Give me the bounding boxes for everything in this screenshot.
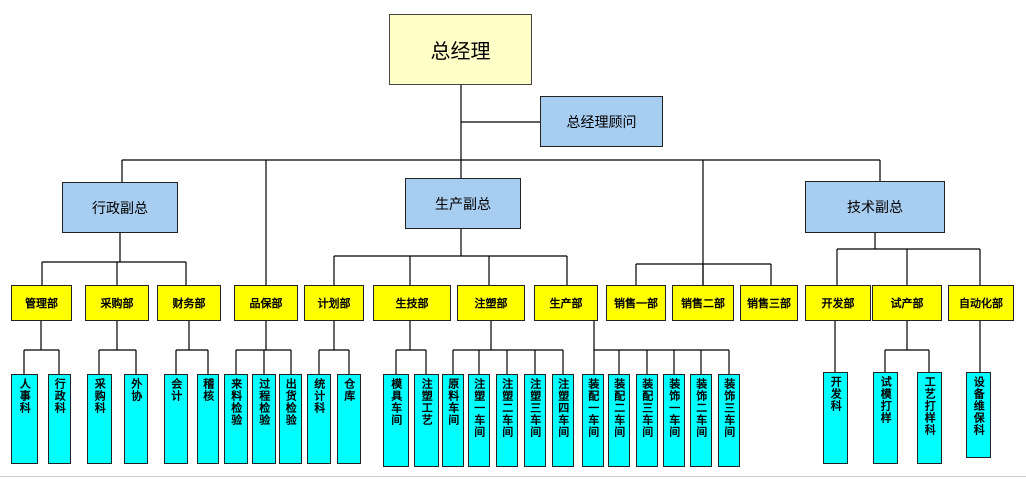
vp-technical-box: 技术副总 <box>805 181 945 233</box>
unit-box: 设备维保科 <box>966 372 991 458</box>
bottom-divider <box>0 476 1026 477</box>
dept-box-sales-1: 销售一部 <box>606 285 666 321</box>
unit-box: 装配二车间 <box>608 374 630 467</box>
unit-box: 注塑四车间 <box>552 374 574 467</box>
dept-box-production: 生产部 <box>534 285 598 321</box>
unit-box: 外协 <box>124 374 148 464</box>
unit-box: 注塑工艺 <box>414 374 439 467</box>
unit-box: 来料检验 <box>224 374 248 464</box>
unit-box: 原料车间 <box>442 374 464 467</box>
unit-box: 装饰一车间 <box>663 374 685 467</box>
unit-box: 出货检验 <box>279 374 302 464</box>
unit-box: 注塑三车间 <box>524 374 546 467</box>
vp-admin-box: 行政副总 <box>62 182 178 233</box>
unit-box: 装饰二车间 <box>690 374 712 467</box>
general-manager-box: 总经理 <box>389 14 532 85</box>
dept-box-development: 开发部 <box>805 285 871 321</box>
unit-box: 注塑一车间 <box>468 374 490 467</box>
unit-box: 装饰三车间 <box>718 374 740 467</box>
dept-box-purchasing: 采购部 <box>85 285 149 321</box>
vp-production-box: 生产副总 <box>405 178 521 229</box>
dept-box-quality: 品保部 <box>234 285 298 321</box>
unit-box: 行政科 <box>48 374 71 464</box>
unit-box: 试模打样 <box>873 372 898 464</box>
unit-box: 会计 <box>164 374 188 464</box>
unit-box: 仓库 <box>337 374 361 464</box>
unit-box: 模具车间 <box>383 374 409 467</box>
advisor-box: 总经理顾问 <box>540 96 663 147</box>
unit-box: 开发科 <box>823 372 848 464</box>
dept-box-injection: 注塑部 <box>457 285 525 321</box>
unit-box: 过程检验 <box>252 374 276 464</box>
unit-box: 注塑二车间 <box>496 374 518 467</box>
dept-box-sales-2: 销售二部 <box>672 285 734 321</box>
dept-box-finance: 财务部 <box>157 285 221 321</box>
dept-box-automation: 自动化部 <box>948 285 1014 321</box>
dept-box-trial-production: 试产部 <box>872 285 942 321</box>
unit-box: 人事科 <box>11 374 38 464</box>
unit-box: 统计科 <box>307 374 331 464</box>
dept-box-planning: 计划部 <box>304 285 364 321</box>
unit-box: 装配一车间 <box>582 374 604 467</box>
dept-box-engineering: 生技部 <box>373 285 451 321</box>
dept-box-sales-3: 销售三部 <box>740 285 798 321</box>
unit-box: 采购科 <box>87 374 112 464</box>
unit-box: 稽核 <box>197 374 219 464</box>
unit-box: 工艺打样科 <box>917 372 942 464</box>
unit-box: 装配三车间 <box>636 374 658 467</box>
dept-box-management: 管理部 <box>11 285 72 321</box>
